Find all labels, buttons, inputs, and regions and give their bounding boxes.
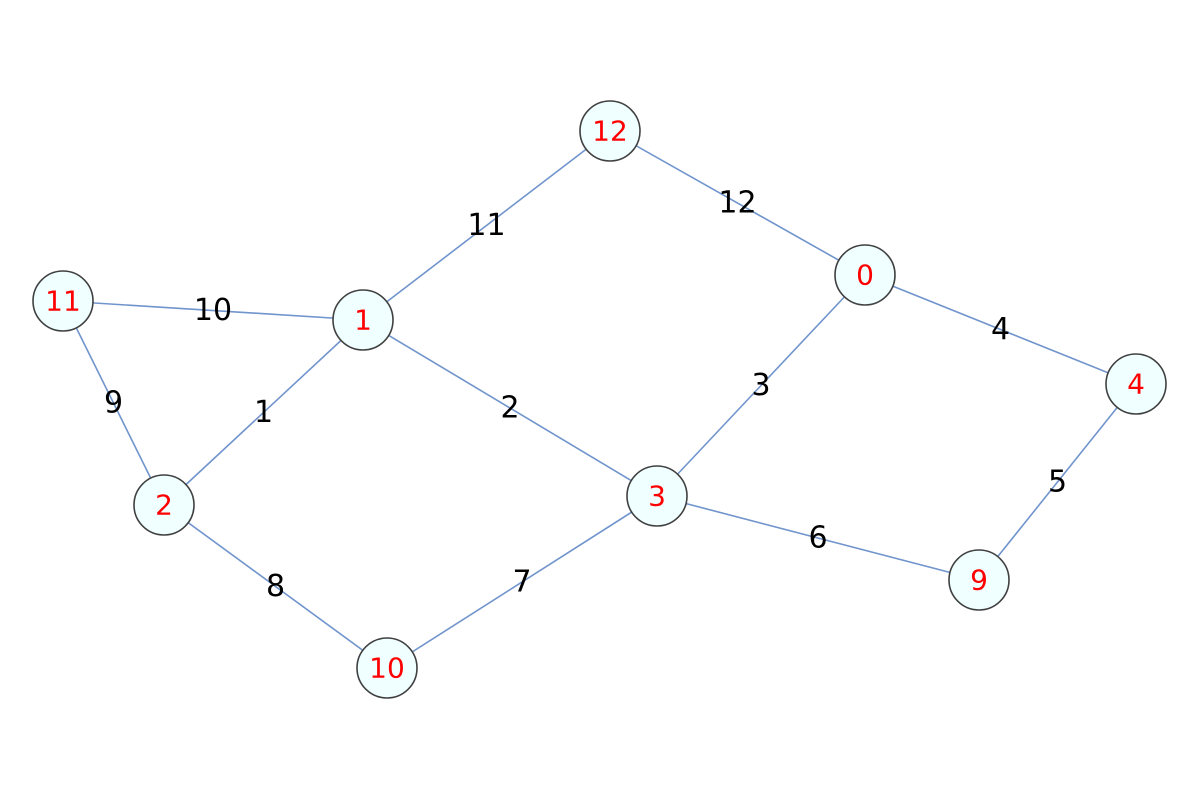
node-circle <box>133 474 195 536</box>
node-3: 3 <box>626 465 688 527</box>
edge-label: 4 <box>991 312 1010 347</box>
edge-label: 1 <box>254 395 273 430</box>
edge-12-0 <box>609 130 866 276</box>
edge-1-12 <box>362 130 611 321</box>
edge-11-1 <box>62 300 364 321</box>
edge-10-3 <box>386 495 658 669</box>
edge-11-2 <box>62 300 165 506</box>
node-circle <box>1105 353 1167 415</box>
node-label: 2 <box>155 489 173 522</box>
node-label: 12 <box>592 115 628 148</box>
node-10: 10 <box>356 637 418 699</box>
node-0: 0 <box>834 244 896 306</box>
node-label: 9 <box>970 564 988 597</box>
edge-label: 3 <box>751 368 770 403</box>
node-1: 1 <box>332 289 394 351</box>
edge-label: 6 <box>808 521 827 556</box>
node-circle <box>332 289 394 351</box>
node-circle <box>626 465 688 527</box>
node-circle <box>834 244 896 306</box>
edge-label: 2 <box>500 391 519 426</box>
node-4: 4 <box>1105 353 1167 415</box>
edge-label: 12 <box>718 186 756 221</box>
node-label: 0 <box>856 259 874 292</box>
node-circle <box>579 100 641 162</box>
edge-label: 9 <box>104 386 123 421</box>
node-circle <box>356 637 418 699</box>
node-11: 11 <box>32 270 94 332</box>
node-2: 2 <box>133 474 195 536</box>
node-label: 11 <box>45 285 81 318</box>
edge-label: 11 <box>467 208 505 243</box>
node-label: 3 <box>648 480 666 513</box>
edge-3-9 <box>656 495 980 581</box>
edge-2-1 <box>163 319 364 506</box>
node-circle <box>32 270 94 332</box>
edge-3-0 <box>656 274 866 497</box>
edge-1-3 <box>362 319 658 497</box>
node-label: 4 <box>1127 368 1145 401</box>
node-12: 12 <box>579 100 641 162</box>
edge-4-9 <box>978 383 1137 581</box>
edge-label: 10 <box>194 293 232 328</box>
edge-label: 5 <box>1048 465 1067 500</box>
edge-label: 7 <box>512 565 531 600</box>
edge-2-10 <box>163 504 388 669</box>
node-label: 10 <box>369 652 405 685</box>
node-label: 1 <box>354 304 372 337</box>
node-circle <box>948 549 1010 611</box>
edge-label: 8 <box>266 569 285 604</box>
edge-0-4 <box>864 274 1137 385</box>
node-9: 9 <box>948 549 1010 611</box>
